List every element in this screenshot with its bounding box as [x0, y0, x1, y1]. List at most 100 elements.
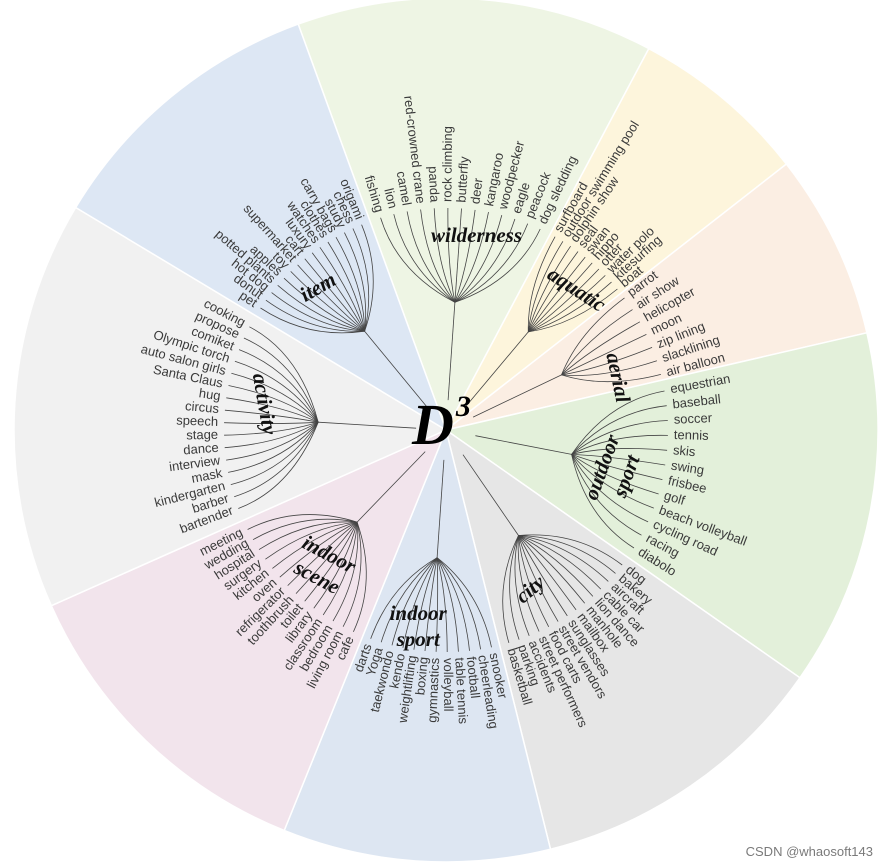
branch-trunk [356, 451, 426, 523]
branch-line [393, 214, 456, 303]
branch-line [436, 557, 492, 648]
leaf-label: speech [176, 413, 218, 429]
branch-line [247, 514, 358, 530]
branch-line [436, 557, 448, 653]
branch-line [234, 422, 319, 498]
leaf-label: football [464, 656, 483, 699]
branch-line [272, 521, 358, 569]
branch-trunk [462, 454, 519, 536]
leaf-label: table tennis [452, 657, 471, 725]
branch-line [454, 212, 489, 303]
leaf-label: tennis [674, 427, 710, 443]
branch-line [277, 284, 365, 332]
branch-line [335, 237, 365, 332]
leaf-label: butterfly [453, 155, 471, 203]
branch-line [518, 535, 594, 597]
category-label-indoor-sport: sport [396, 627, 441, 651]
branch-line [527, 236, 556, 332]
leaf-label: dance [183, 440, 220, 458]
branch-trunk [464, 331, 529, 408]
branch-line [271, 292, 365, 332]
branch-line [249, 326, 319, 423]
leaf-label: lion [381, 187, 400, 210]
branch-line [304, 258, 365, 332]
branch-line [454, 208, 462, 303]
branch-line [527, 251, 579, 333]
branch-line [352, 228, 370, 332]
branch-line [528, 288, 618, 333]
branch-line [561, 309, 633, 376]
branch-group-indoor-sport [370, 459, 492, 653]
branch-line [454, 223, 529, 303]
leaf-label: mask [190, 465, 224, 486]
branch-line [571, 454, 659, 495]
branch-line [436, 557, 459, 652]
leaf-label: panda [426, 166, 443, 204]
branch-line [502, 535, 519, 644]
branch-line [260, 307, 365, 334]
branch-line [353, 521, 367, 632]
branch-line [361, 224, 374, 332]
branch-line [230, 421, 319, 485]
leaf-label: volleyball [441, 658, 456, 712]
leaf-label: deer [467, 176, 485, 204]
branch-line [571, 454, 649, 523]
center-title-superscript: 3 [455, 390, 471, 423]
branch-trunk [447, 302, 456, 401]
leaf-label: rock climbing [439, 126, 455, 202]
sector-aquatic [445, 47, 788, 431]
branch-line [413, 557, 438, 650]
branch-line [319, 247, 365, 332]
branch-line [518, 535, 616, 574]
branch-trunk [472, 374, 562, 418]
branch-line [332, 522, 359, 622]
branch-line [571, 405, 667, 455]
branch-line [518, 535, 586, 604]
branch-line [528, 262, 593, 333]
branch-line [435, 557, 439, 652]
branch-line [297, 264, 365, 332]
leaf-label: gymnastics [424, 657, 442, 723]
leaf-label: swing [670, 458, 705, 478]
branch-line [571, 420, 668, 455]
branch-line [571, 454, 642, 536]
branch-line [283, 277, 365, 332]
branch-trunk [364, 330, 428, 408]
branch-line [231, 372, 319, 423]
branch-line [224, 409, 319, 423]
branch-line [571, 454, 635, 549]
branch-line [571, 434, 668, 455]
branch-line [226, 397, 319, 423]
branch-trunk [475, 435, 572, 455]
leaf-label: baseball [672, 391, 722, 411]
branch-line [424, 557, 438, 652]
branch-group-indoor-scene [247, 451, 426, 632]
branch-line [527, 256, 586, 333]
branch-line [528, 281, 612, 333]
branch-line [224, 421, 319, 424]
branch-line [304, 521, 358, 602]
branch-line [571, 454, 654, 509]
leaf-label: circus [185, 398, 221, 416]
leaf-label: stage [186, 427, 218, 443]
branch-line [380, 557, 438, 643]
branch-line [454, 218, 516, 303]
branch-line [290, 271, 365, 332]
sector-aerial [445, 162, 868, 431]
branch-line [528, 275, 606, 333]
branch-line [287, 521, 358, 586]
branch-group-city [462, 454, 623, 644]
branch-line [436, 557, 470, 651]
dendrogram-branches [224, 207, 668, 653]
branch-line [571, 448, 668, 455]
branch-line [454, 228, 541, 303]
branch-line [265, 299, 365, 332]
branch-line [561, 321, 641, 376]
branch-line [527, 241, 564, 332]
leaf-label: kendo [386, 652, 408, 690]
branch-line [518, 535, 550, 627]
branch-line [252, 518, 358, 541]
branch-group-outdoor-sport [475, 390, 668, 549]
leaf-label: interview [168, 452, 221, 474]
